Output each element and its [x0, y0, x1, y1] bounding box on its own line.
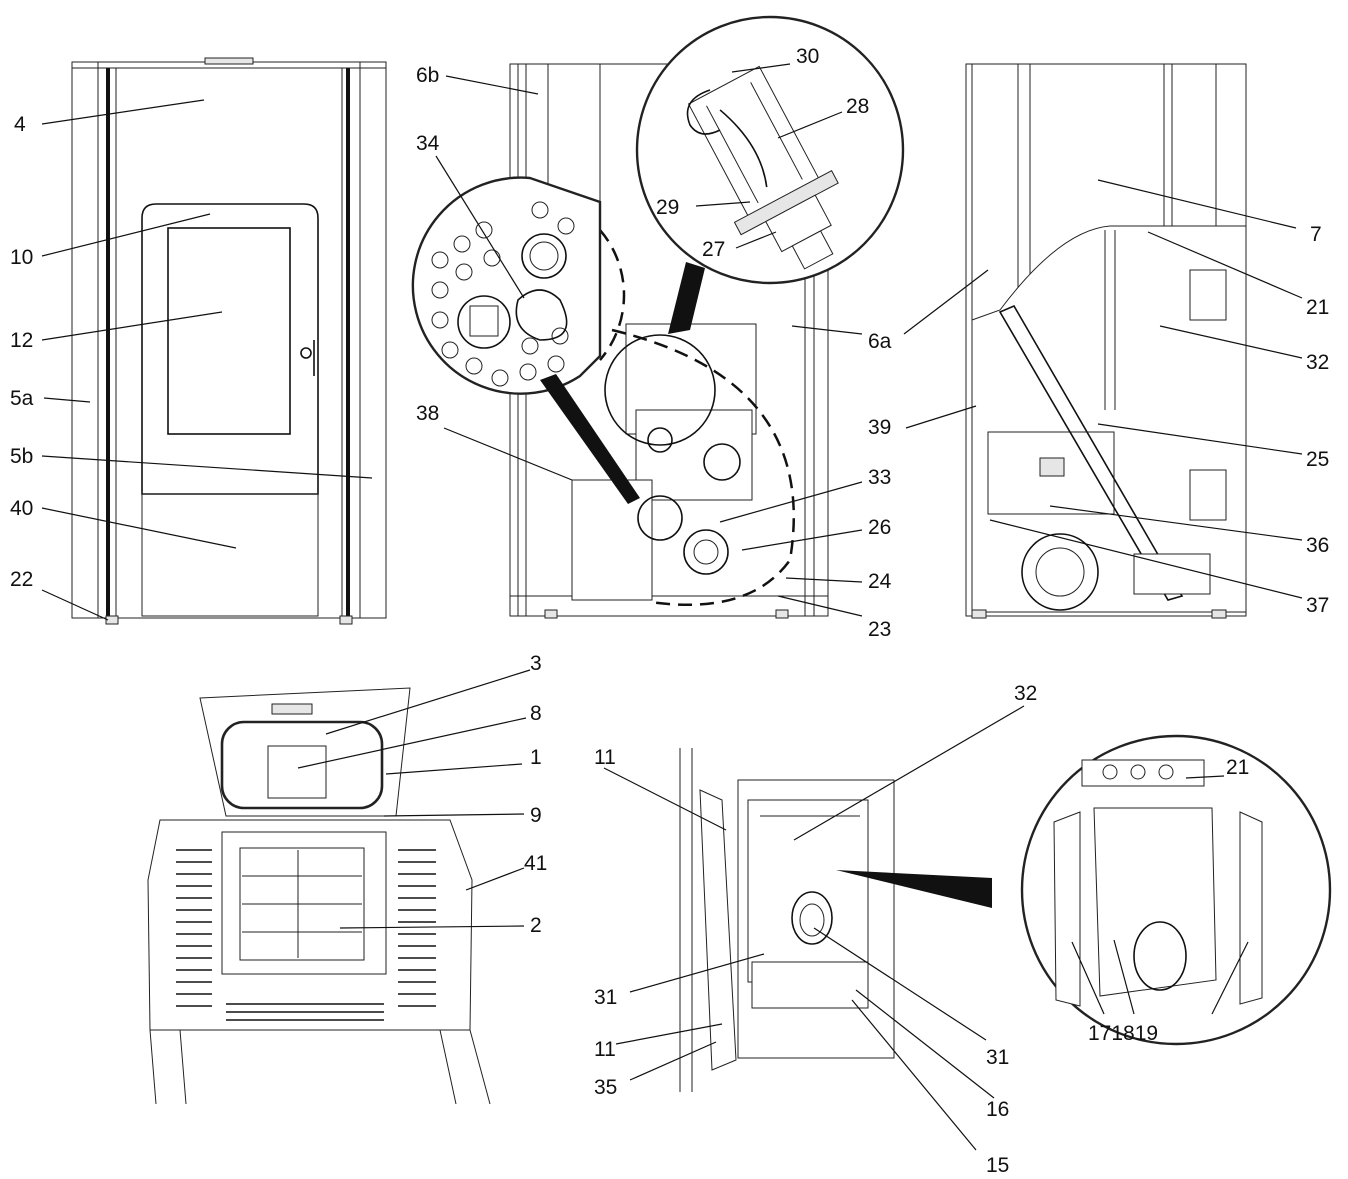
- firebox-view: [679, 734, 1332, 1092]
- callout-5a: 5a: [10, 387, 34, 410]
- callout-25: 25: [1306, 448, 1329, 471]
- callout-32-firebox: 32: [1014, 682, 1037, 705]
- callout-27: 27: [702, 238, 725, 261]
- callout-21-side: 21: [1306, 296, 1329, 319]
- callout-26: 26: [868, 516, 891, 539]
- top-view: [147, 687, 491, 1105]
- callout-3: 3: [530, 652, 542, 675]
- callout-38: 38: [416, 402, 439, 425]
- side-grille-right: [398, 849, 436, 1007]
- callout-5b: 5b: [10, 445, 33, 468]
- side-grille-left: [176, 849, 212, 1007]
- callout-4: 4: [14, 113, 26, 136]
- callout-35: 35: [594, 1076, 617, 1099]
- callout-6a: 6a: [868, 330, 892, 353]
- callout-21-detail: 21: [1226, 756, 1249, 779]
- callout-10: 10: [10, 246, 33, 269]
- vent-holes: [431, 201, 575, 387]
- callout-29: 29: [656, 196, 679, 219]
- callout-31-right: 31: [986, 1046, 1009, 1069]
- callout-32-side: 32: [1306, 351, 1329, 374]
- callout-171819: 171819: [1088, 1022, 1158, 1045]
- callout-11-bottom: 11: [594, 1038, 616, 1061]
- callout-39: 39: [868, 416, 891, 439]
- callout-30: 30: [796, 45, 819, 68]
- callout-2: 2: [530, 914, 542, 937]
- callout-labels: 4 10 12 5a 5b 40 22 6b 34 38 30 28 29 27…: [10, 45, 1329, 1177]
- front-view: [71, 57, 387, 625]
- callout-41: 41: [524, 852, 547, 875]
- callout-40: 40: [10, 497, 33, 520]
- callout-9: 9: [530, 804, 542, 827]
- side-view: [965, 63, 1247, 619]
- callout-22: 22: [10, 568, 33, 591]
- callout-1: 1: [530, 746, 542, 769]
- callout-6b: 6b: [416, 64, 439, 87]
- callout-28: 28: [846, 95, 869, 118]
- callout-12: 12: [10, 329, 33, 352]
- callout-23: 23: [868, 618, 891, 641]
- callout-7: 7: [1310, 223, 1322, 246]
- callout-37: 37: [1306, 594, 1329, 617]
- callout-16: 16: [986, 1098, 1009, 1121]
- callout-36: 36: [1306, 534, 1329, 557]
- callout-33: 33: [868, 466, 891, 489]
- callout-24: 24: [868, 570, 892, 593]
- callout-31-left: 31: [594, 986, 617, 1009]
- callout-8: 8: [530, 702, 542, 725]
- callout-11-top: 11: [594, 746, 616, 769]
- callout-15: 15: [986, 1154, 1009, 1177]
- rear-view: [411, 15, 905, 619]
- leader-lines: [41, 63, 1303, 1151]
- callout-34: 34: [416, 132, 440, 155]
